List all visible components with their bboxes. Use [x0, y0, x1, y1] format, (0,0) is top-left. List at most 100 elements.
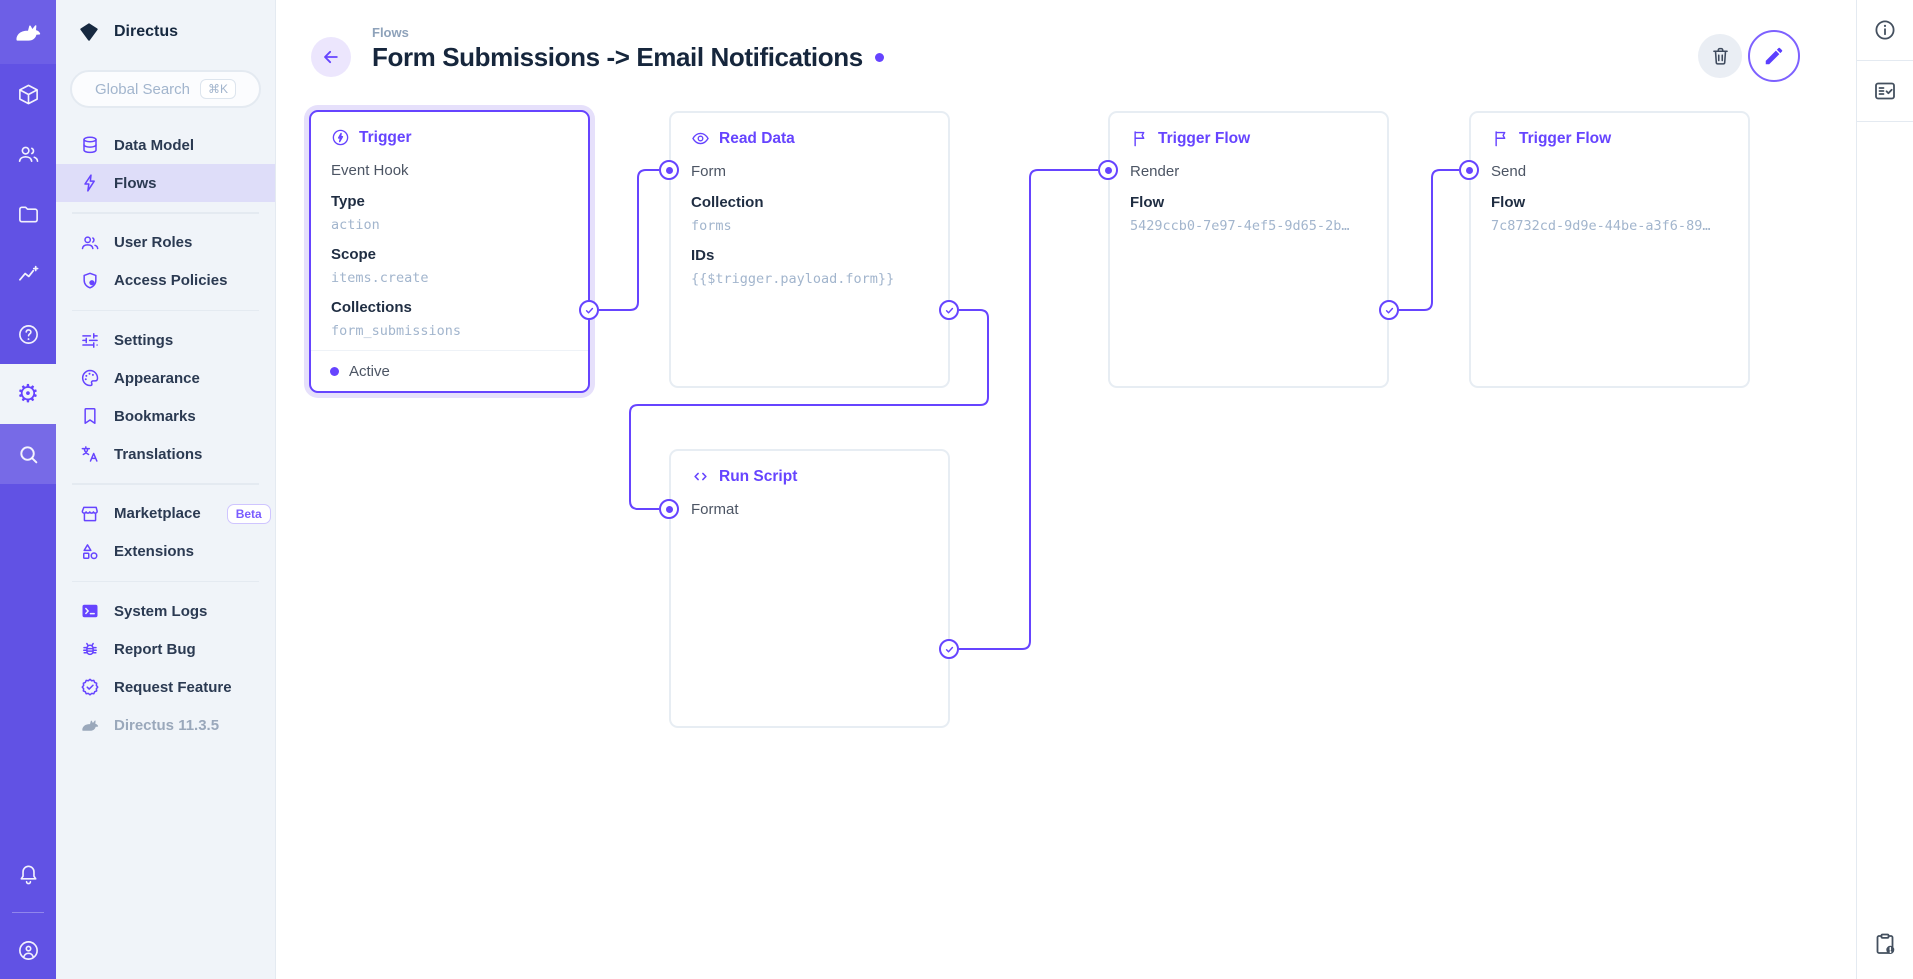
pencil-icon — [1765, 47, 1783, 65]
account-button[interactable] — [0, 921, 56, 979]
panel-header: Trigger Flow — [1491, 129, 1728, 148]
panel-name: Render — [1130, 163, 1180, 180]
module-bar-divider — [12, 912, 44, 913]
sidebar-item-label: Marketplace — [114, 505, 201, 522]
connector-trigger-flow-render-input[interactable] — [1098, 160, 1118, 180]
sidebar-item-label: User Roles — [114, 234, 193, 251]
connector-trigger-resolve[interactable] — [579, 300, 599, 320]
paste-flow-button[interactable] — [1857, 909, 1913, 979]
check-icon — [945, 307, 953, 313]
back-button[interactable] — [311, 37, 351, 77]
field-value: items.create — [331, 270, 429, 286]
sidebar-item-report-bug[interactable]: Report Bug — [56, 630, 275, 668]
panel-name: Send — [1491, 163, 1527, 180]
help-icon — [18, 324, 38, 344]
sidebar-item-data-model[interactable]: Data Model — [56, 126, 275, 164]
module-files-button[interactable] — [0, 184, 56, 244]
bolt-icon — [80, 173, 100, 193]
users-icon — [18, 146, 38, 162]
flow-panel-run-script[interactable]: Run Script Format — [669, 449, 950, 728]
header-actions — [1698, 30, 1800, 82]
module-settings-button[interactable]: ⚙ — [0, 364, 56, 424]
panel-title: Trigger Flow — [1519, 129, 1612, 147]
version-label: Directus 11.3.5 — [114, 716, 220, 734]
gear-icon: ⚙ — [16, 379, 40, 408]
shapes-icon — [80, 542, 100, 562]
edit-flow-button[interactable] — [1748, 30, 1800, 82]
translate-icon — [80, 444, 100, 464]
clipboard-icon — [1876, 933, 1895, 954]
field-value: action — [331, 217, 380, 233]
connector-run-script-resolve[interactable] — [939, 639, 959, 659]
sidebar-item-label: Settings — [114, 331, 174, 349]
arrow-left-icon — [324, 50, 338, 64]
field-value: {{$trigger.payload.form}} — [691, 271, 895, 287]
module-bar-spacer — [0, 484, 56, 844]
connector-read-data-input[interactable] — [659, 160, 679, 180]
cube-icon — [18, 84, 38, 104]
connector-trigger-flow-send-input[interactable] — [1459, 160, 1479, 180]
check-icon — [945, 646, 953, 652]
flag-icon — [1495, 131, 1506, 147]
field-label: Flow — [1130, 194, 1165, 211]
connector-read-data-resolve[interactable] — [939, 300, 959, 320]
check-icon — [1385, 307, 1393, 313]
sidebar-item-settings[interactable]: Settings — [56, 321, 275, 359]
panel-header: Read Data — [691, 129, 928, 148]
panel-name: Event Hook — [331, 162, 409, 179]
connector-trigger-flow-render-resolve[interactable] — [1379, 300, 1399, 320]
sidebar-item-user-roles[interactable]: User Roles — [56, 224, 275, 262]
search-icon — [19, 445, 37, 463]
sidebar-item-appearance[interactable]: Appearance — [56, 359, 275, 397]
flow-canvas[interactable]: Trigger Event Hook Type action Scope ite… — [276, 0, 1856, 979]
sidebar-item-marketplace[interactable]: Marketplace Beta — [56, 495, 275, 533]
check-icon — [585, 307, 593, 313]
flow-panel-trigger[interactable]: Trigger Event Hook Type action Scope ite… — [309, 110, 590, 393]
module-help-button[interactable] — [0, 304, 56, 364]
module-search-button[interactable] — [0, 424, 56, 484]
eye-icon — [692, 132, 709, 145]
project-diamond-icon — [80, 23, 98, 41]
project-header[interactable]: Directus — [56, 0, 275, 64]
sidebar-item-label: Data Model — [114, 136, 195, 154]
sidebar-item-extensions[interactable]: Extensions — [56, 533, 275, 571]
sidebar-item-request-feature[interactable]: Request Feature — [56, 668, 275, 706]
sidebar-item-label: Translations — [114, 445, 203, 463]
module-users-button[interactable] — [0, 124, 56, 184]
module-insights-button[interactable] — [0, 244, 56, 304]
directus-logo[interactable] — [0, 0, 56, 64]
field-value: form_submissions — [331, 323, 462, 339]
delete-flow-button[interactable] — [1698, 34, 1742, 78]
beta-badge: Beta — [226, 503, 271, 524]
field-label: Flow — [1491, 194, 1526, 211]
bug-icon — [80, 639, 100, 659]
connector-run-script-input[interactable] — [659, 499, 679, 519]
flag-icon — [1134, 131, 1145, 147]
sidebar-item-translations[interactable]: Translations — [56, 435, 275, 473]
field-label: IDs — [691, 247, 715, 264]
connection-line — [1399, 169, 1459, 311]
insights-icon — [18, 265, 38, 281]
sidebar-item-access-policies[interactable]: Access Policies — [56, 262, 275, 300]
module-content-button[interactable] — [0, 64, 56, 124]
sidebar-item-system-logs[interactable]: System Logs — [56, 592, 275, 630]
panel-name: Form — [691, 163, 726, 180]
sidebar-item-label: Bookmarks — [114, 407, 196, 425]
sidebar-info-button[interactable] — [1857, 0, 1913, 61]
flow-panel-read-data[interactable]: Read Data Form Collection forms IDs {{$t… — [669, 111, 950, 388]
status-label: Active — [349, 362, 390, 380]
page-heading: Flows Form Submissions -> Email Notifica… — [372, 25, 884, 73]
global-search-input[interactable]: Global Search ⌘K — [70, 70, 261, 108]
bolt-circle-icon — [332, 129, 349, 146]
notifications-button[interactable] — [0, 844, 56, 904]
sidebar-logs-button[interactable] — [1857, 61, 1913, 122]
sidebar-item-flows[interactable]: Flows — [56, 164, 275, 202]
unsaved-dot — [874, 53, 884, 62]
breadcrumb[interactable]: Flows — [372, 25, 409, 40]
detail-sidebar-spacer — [1857, 122, 1913, 909]
active-status-dot — [330, 366, 339, 376]
flow-panel-trigger-flow-render[interactable]: Trigger Flow Render Flow 5429ccb0-7e97-4… — [1108, 111, 1389, 388]
flow-panel-trigger-flow-send[interactable]: Trigger Flow Send Flow 7c8732cd-9d9e-44b… — [1469, 111, 1750, 388]
sidebar-item-bookmarks[interactable]: Bookmarks — [56, 397, 275, 435]
sidebar-item-label: Flows — [114, 174, 157, 192]
